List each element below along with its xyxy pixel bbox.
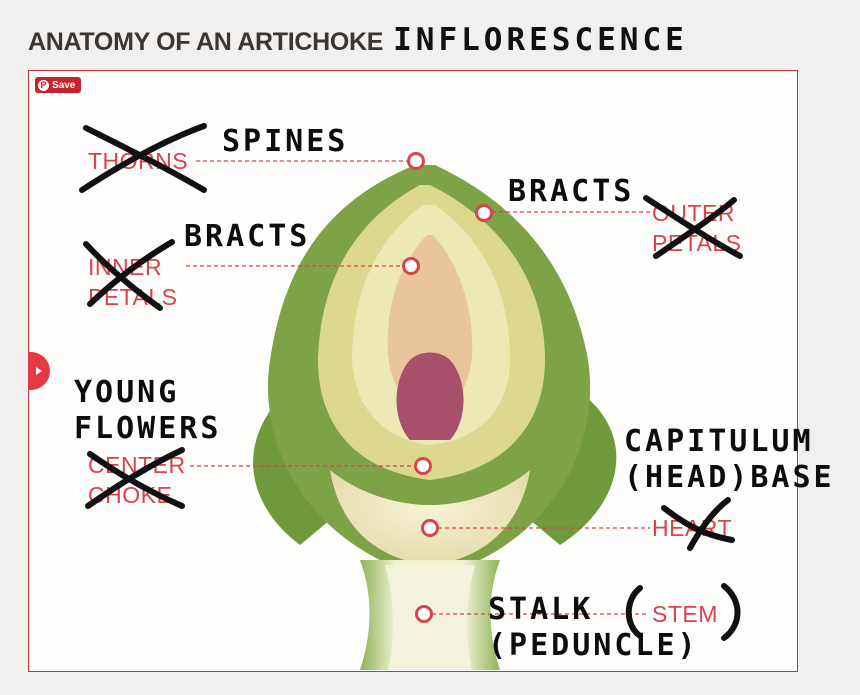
title-handwritten: INFLORESCENCE: [393, 22, 688, 58]
label-flowers: FLOWERS: [74, 411, 222, 446]
label-stalk: STALK: [488, 592, 594, 627]
label-bracts-top: BRACTS: [508, 174, 635, 209]
save-button-label: Save: [52, 79, 76, 91]
save-button[interactable]: P Save: [35, 77, 82, 93]
label-young: YOUNG: [74, 375, 180, 410]
label-spines: SPINES: [222, 124, 349, 159]
page-title: ANATOMY OF AN ARTICHOKE INFLORESCENCE: [28, 22, 688, 58]
label-heart: HEART: [652, 515, 733, 541]
label-outer: OUTER: [652, 200, 735, 226]
label-petals-inner: PETALS: [88, 284, 178, 310]
marker-stalk: [415, 605, 433, 623]
marker-spines: [407, 152, 425, 170]
marker-bracts-outer: [475, 204, 493, 222]
label-inner: INNER: [88, 254, 163, 280]
label-petals-outer: PETALS: [652, 230, 742, 256]
marker-bracts-inner: [402, 257, 420, 275]
label-center: CENTER: [88, 452, 186, 478]
label-peduncle: (PEDUNCLE): [488, 628, 699, 663]
choke-center: [396, 352, 464, 440]
heart-receptacle: [330, 470, 530, 565]
label-stem: STEM: [652, 601, 718, 627]
chevron-right-icon: [36, 367, 42, 375]
label-capitulum: CAPITULUM: [624, 424, 814, 459]
title-printed: ANATOMY OF AN ARTICHOKE: [28, 28, 384, 56]
side-tab-arrow[interactable]: [28, 352, 50, 390]
pinterest-icon: P: [38, 79, 49, 91]
marker-heart: [421, 519, 439, 537]
label-bracts-inner: BRACTS: [184, 219, 311, 254]
label-thorns: THORNS: [88, 148, 189, 174]
marker-young-flowers: [414, 457, 432, 475]
label-head-base: (HEAD)BASE: [624, 460, 835, 495]
label-choke: CHOKE: [88, 482, 173, 508]
